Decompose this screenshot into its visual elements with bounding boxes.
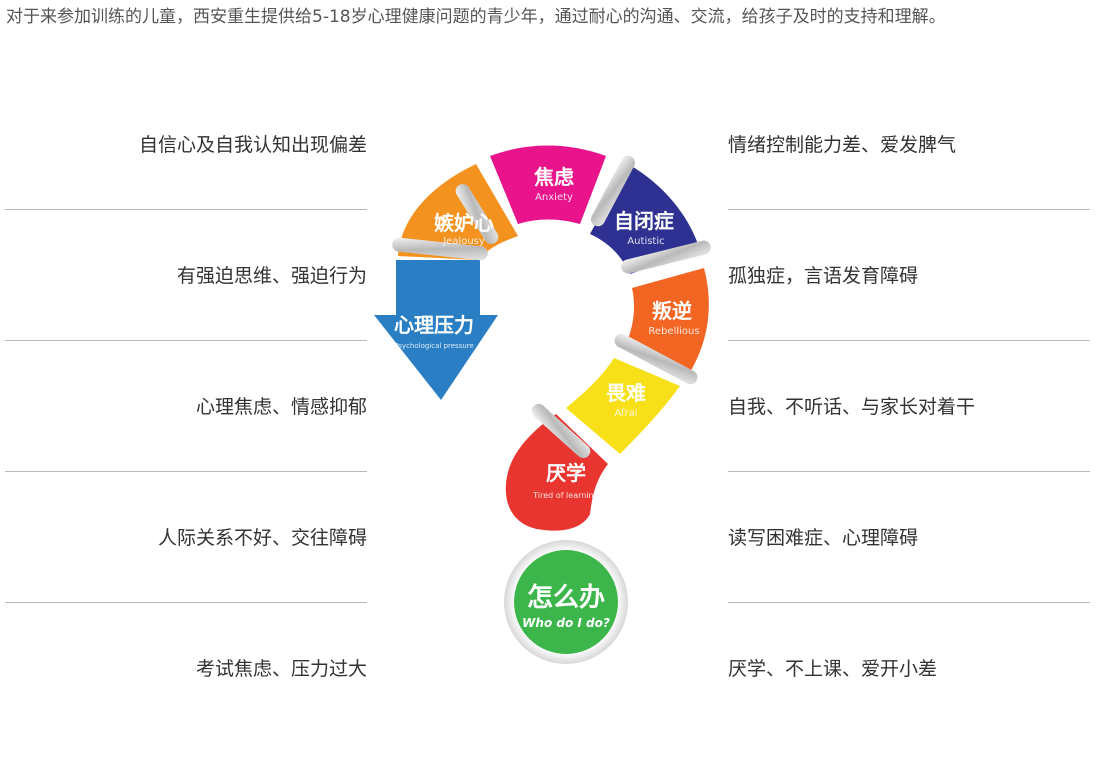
segment-psychological-pressure [374, 260, 498, 400]
label-psychological-pressure: 心理压力 [394, 313, 474, 337]
right-problem-list: 情绪控制能力差、爱发脾气 孤独症，言语发育障碍 自我、不听话、与家长对着干 读写… [728, 110, 1090, 765]
left-item-compulsive: 有强迫思维、强迫行为 [5, 241, 367, 372]
segment-anxiety [490, 145, 606, 224]
label-anxiety-en: Anxiety [535, 192, 573, 203]
right-item-reading-difficulty: 读写困难症、心理障碍 [728, 503, 1090, 634]
label-afraid-en: Afrai [614, 408, 637, 419]
separator-4 [621, 240, 711, 274]
label-autistic-en: Autistic [627, 236, 664, 247]
right-item-rebellious: 自我、不听话、与家长对着干 [728, 372, 1090, 503]
what-to-do-circle [514, 550, 618, 654]
right-item-school-refusal: 厌学、不上课、爱开小差 [728, 658, 938, 680]
segment-rebellious [626, 268, 709, 372]
label-rebellious: 叛逆 [652, 299, 692, 323]
label-psychological-pressure-en: Psychological pressure [394, 342, 474, 350]
intro-text: 对于来参加训练的儿童，西安重生提供给5-18岁心理健康问题的青少年，通过耐心的沟… [6, 7, 946, 27]
what-to-do-label-en: Who do I do? [522, 616, 610, 630]
label-afraid: 畏难 [606, 381, 646, 405]
separator-6 [531, 403, 591, 459]
left-problem-list: 自信心及自我认知出现偏差 有强迫思维、强迫行为 心理焦虑、情感抑郁 人际关系不好… [5, 110, 367, 765]
separator-3 [590, 155, 636, 227]
label-autistic: 自闭症 [614, 209, 674, 233]
separator-1 [392, 237, 488, 261]
left-item-exam-stress: 考试焦虑、压力过大 [195, 658, 367, 680]
label-anxiety: 焦虑 [534, 165, 574, 189]
separator-2 [455, 184, 499, 244]
label-tired-of-learning: 厌学 [546, 461, 586, 485]
right-item-emotion-control: 情绪控制能力差、爱发脾气 [728, 110, 1090, 241]
right-item-autism: 孤独症，言语发育障碍 [728, 241, 1090, 372]
what-to-do-label: 怎么办 [527, 582, 605, 613]
segment-afraid [566, 358, 680, 454]
question-mark-graphic: 心理压力 Psychological pressure 嫉妒心 Jealousy… [374, 145, 711, 664]
left-item-self-cognition: 自信心及自我认知出现偏差 [5, 110, 367, 241]
label-jealousy-en: Jealousy [442, 236, 485, 247]
label-jealousy: 嫉妒心 [434, 211, 494, 235]
label-rebellious-en: Rebellious [648, 326, 699, 337]
left-item-social: 人际关系不好、交往障碍 [5, 503, 367, 634]
label-tired-of-learning-en: Tired of learning [532, 491, 598, 500]
separator-5 [614, 333, 698, 385]
left-item-anxiety-depression: 心理焦虑、情感抑郁 [5, 372, 367, 503]
